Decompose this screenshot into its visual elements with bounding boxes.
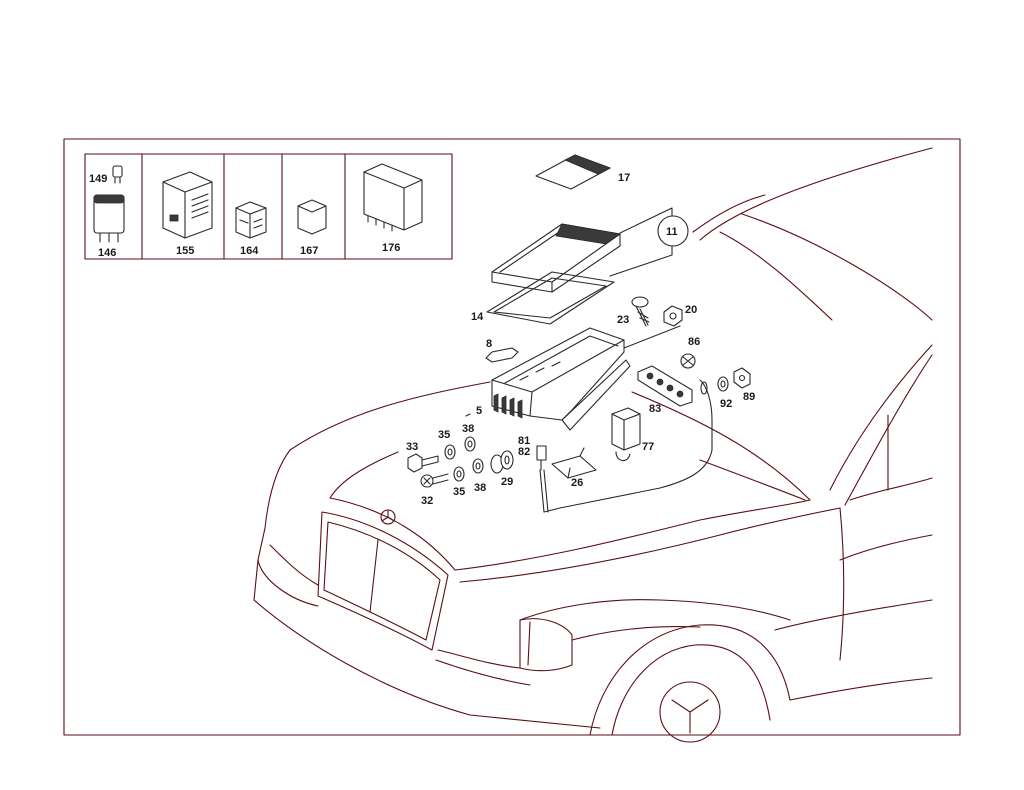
callout-14: 14 [471, 311, 484, 323]
relay-155 [162, 171, 213, 239]
part-86-washer [680, 353, 696, 369]
relay-label-176: 176 [382, 242, 400, 254]
relay-149 [112, 165, 123, 184]
callout-38-lower: 38 [474, 482, 486, 494]
part-8-fuse [485, 347, 519, 363]
callout-32: 32 [421, 495, 433, 507]
fuse-box-cover [491, 223, 622, 293]
part-5-fuse-box [491, 327, 631, 431]
part-81-82-connector [536, 445, 547, 471]
callout-82: 82 [518, 446, 530, 458]
relay-label-164: 164 [240, 245, 259, 257]
part-26-bracket [551, 447, 597, 479]
washer-38-lower [472, 458, 484, 474]
part-92-washer [700, 376, 729, 395]
relay-label-155: 155 [176, 245, 194, 257]
callout-11: 11 [666, 226, 678, 238]
part-33-bolt [407, 453, 439, 473]
callout-81: 81 [518, 435, 530, 447]
relay-146 [93, 194, 125, 243]
part-17-card [535, 154, 612, 190]
callout-77: 77 [642, 441, 654, 453]
diagram-frame [63, 138, 961, 736]
vehicle-outline [253, 147, 933, 743]
relay-176 [363, 163, 423, 232]
callout-35-upper: 35 [438, 429, 450, 441]
callout-17: 17 [618, 172, 630, 184]
part-29-grommet [490, 450, 514, 474]
relay-167 [297, 199, 327, 235]
part-20-nut [623, 305, 683, 349]
part-14-seal [486, 271, 615, 325]
part-11-callout [609, 207, 689, 277]
relay-label-167: 167 [300, 245, 318, 257]
callout-83: 83 [649, 403, 661, 415]
relay-164 [235, 201, 267, 239]
part-77-relay [611, 407, 641, 462]
callout-labels: 17 11 14 23 20 8 86 5 83 92 89 35 38 33 … [406, 172, 755, 507]
callout-35-lower: 35 [453, 486, 465, 498]
callout-20: 20 [685, 304, 697, 316]
relay-label-149: 149 [89, 173, 107, 185]
relay-label-146: 146 [98, 247, 116, 259]
part-23-screw [631, 296, 650, 327]
callout-33: 33 [406, 441, 418, 453]
relay-panel-frame [84, 153, 453, 260]
callout-23: 23 [617, 314, 629, 326]
callout-5: 5 [476, 405, 482, 417]
callout-38-upper: 38 [462, 423, 474, 435]
callout-8: 8 [486, 338, 492, 350]
part-32-bolt [420, 473, 449, 488]
callout-86: 86 [688, 336, 700, 348]
callout-29: 29 [501, 476, 513, 488]
callout-26: 26 [571, 477, 583, 489]
callout-89: 89 [743, 391, 755, 403]
part-89-nut [733, 367, 751, 389]
washer-35-upper [444, 444, 456, 460]
callout-92: 92 [720, 398, 732, 410]
relay-panel: 149 146 155 164 167 176 [84, 153, 453, 260]
washer-35-lower [453, 466, 465, 482]
washer-38-upper [464, 436, 476, 452]
leader-5 [465, 413, 471, 417]
